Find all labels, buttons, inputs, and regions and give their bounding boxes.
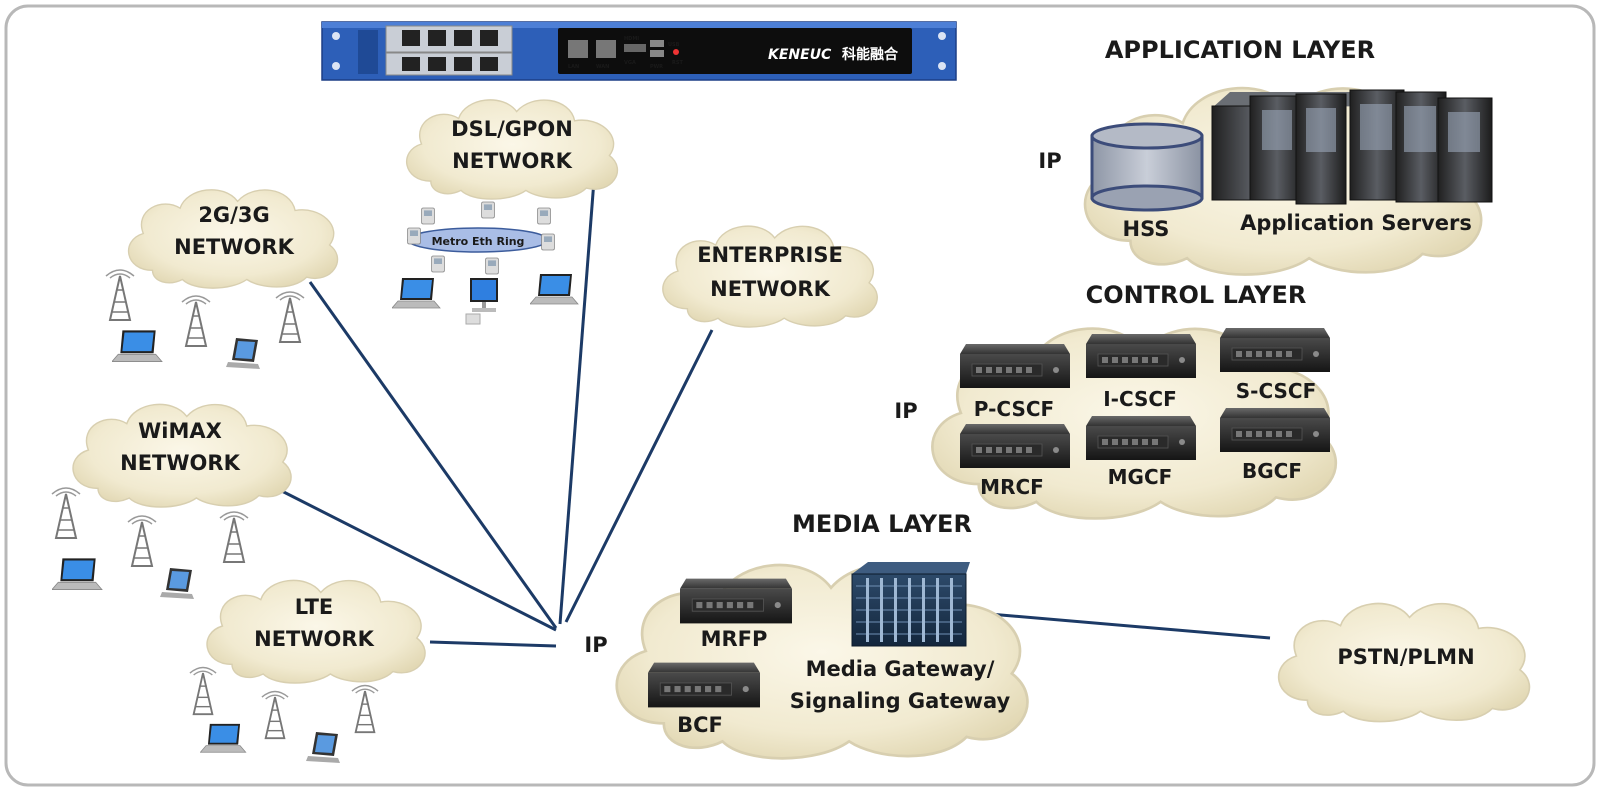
bgcf-label: BGCF <box>1242 459 1302 483</box>
enterprise-label-1: ENTERPRISE <box>697 243 843 267</box>
usb-port-label: USB <box>668 42 680 48</box>
mgcf-label: MGCF <box>1108 465 1173 489</box>
lte-label-1: LTE <box>295 595 334 619</box>
hss-label: HSS <box>1123 217 1170 241</box>
dsl-gpon-label-2: NETWORK <box>452 149 572 173</box>
metro-ring-label: Metro Eth Ring <box>432 235 525 248</box>
s-cscf-label: S-CSCF <box>1236 379 1317 403</box>
network-links <box>263 179 1271 648</box>
appliance-brand: KENEUC <box>768 47 832 63</box>
p-cscf-label: P-CSCF <box>974 397 1054 421</box>
link-enterprise <box>564 329 714 623</box>
lte-label-2: NETWORK <box>254 627 374 651</box>
mgcf-device-icon <box>1086 416 1196 460</box>
wimax-label-2: NETWORK <box>120 451 240 475</box>
wimax-label-1: WiMAX <box>138 419 222 443</box>
i-cscf-device-icon <box>1086 334 1196 378</box>
mrfp-label: MRFP <box>701 627 768 651</box>
2g3g-label-2: NETWORK <box>174 235 294 259</box>
bgcf-device-icon <box>1220 408 1330 452</box>
metro-eth-ring: Metro Eth Ring <box>392 201 579 325</box>
appliance-brand-cn: 科能融合 <box>842 46 899 63</box>
dsl-gpon-label-1: DSL/GPON <box>451 117 573 141</box>
wan-port-label: WAN <box>596 64 609 70</box>
2g3g-label-1: 2G/3G <box>198 203 269 227</box>
s-cscf-device-icon <box>1220 328 1330 372</box>
p-cscf-device-icon <box>960 344 1070 388</box>
link-2g3g <box>308 281 558 629</box>
mrcf-label: MRCF <box>980 475 1044 499</box>
app-ip-label: IP <box>1038 149 1061 173</box>
application-layer-title: APPLICATION LAYER <box>1105 36 1375 64</box>
bcf-device-icon <box>648 662 760 708</box>
media-layer-title: MEDIA LAYER <box>792 510 972 538</box>
media-gateway-label-2: Signaling Gateway <box>790 689 1011 713</box>
control-layer-title: CONTROL LAYER <box>1086 281 1307 309</box>
mrcf-device-icon <box>960 424 1070 468</box>
media-gateway-label-1: Media Gateway/ <box>806 657 995 681</box>
pstn-plmn-label: PSTN/PLMN <box>1337 645 1474 669</box>
vga-port-label: VGA <box>624 60 636 66</box>
hss-database-icon <box>1090 122 1204 212</box>
link-dsl <box>558 179 596 625</box>
link-wimax <box>263 480 557 632</box>
keneuc-appliance: LAN WAN HDMI USB VGA PWR RST KENEUC 科能融合 <box>321 21 957 81</box>
media-gateway-rack-icon <box>851 562 970 647</box>
lan-port-label: LAN <box>568 64 579 70</box>
bcf-label: BCF <box>677 713 723 737</box>
enterprise-label-2: NETWORK <box>710 277 830 301</box>
hdmi-port-label: HDMI <box>624 36 639 42</box>
link-pstn <box>965 610 1271 640</box>
control-ip-label: IP <box>894 399 917 423</box>
i-cscf-label: I-CSCF <box>1103 387 1177 411</box>
application-servers-label: Application Servers <box>1240 211 1472 235</box>
rst-port-label: RST <box>672 60 683 66</box>
pwr-port-label: PWR <box>650 64 663 70</box>
link-lte <box>429 640 557 648</box>
application-servers-icon <box>1211 89 1493 205</box>
media-ip-label: IP <box>584 633 607 657</box>
mrfp-device-icon <box>680 578 792 624</box>
